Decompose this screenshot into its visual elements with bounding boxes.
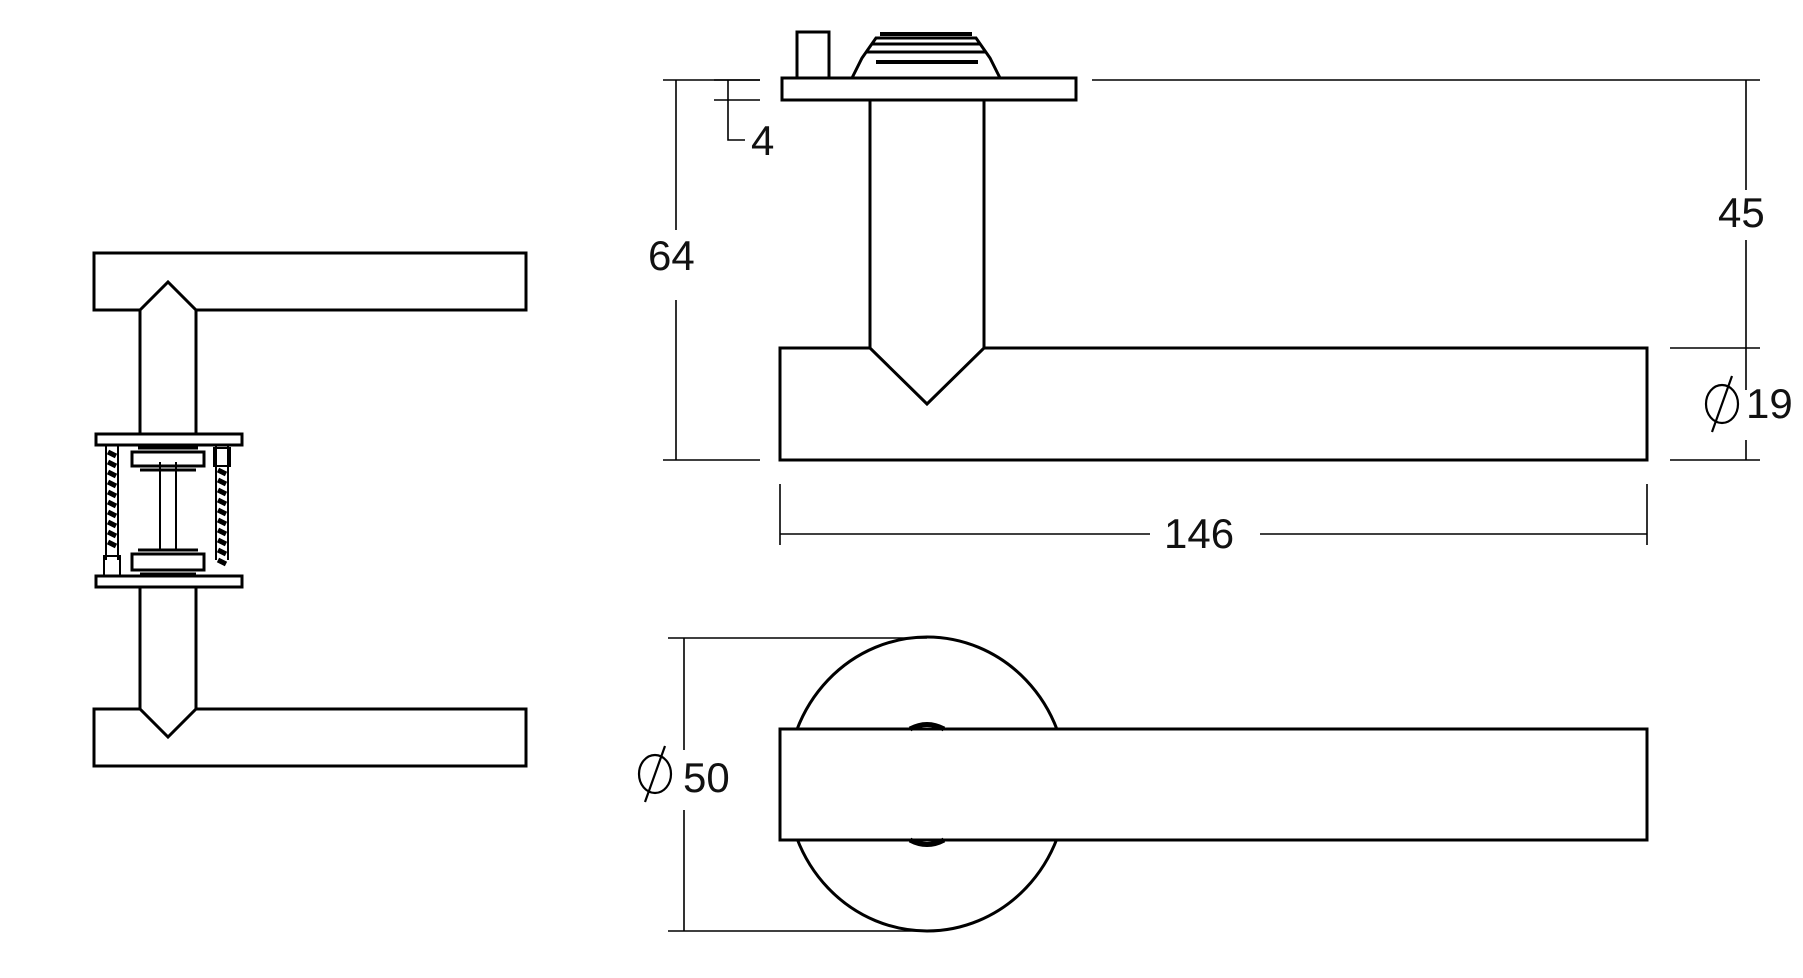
lower-rose-plate <box>94 574 244 589</box>
lower-bearing <box>130 548 206 576</box>
dimension-labels: 4 64 45 19 146 50 <box>648 117 1793 801</box>
connecting-bolt-right <box>215 445 229 560</box>
dim-label-50: 50 <box>683 754 730 801</box>
thread-right <box>216 467 228 567</box>
rose-locating-pin <box>795 30 831 80</box>
cap-band-dark <box>876 32 978 64</box>
diameter-slash-19 <box>1710 375 1734 433</box>
thread-left <box>106 449 118 549</box>
rose-cap-bands <box>876 32 978 64</box>
spindle-hint-bottom <box>908 837 946 847</box>
rose-bearing-cap <box>849 36 1003 80</box>
dim-label-146: 146 <box>1164 510 1234 557</box>
diameter-circle-19 <box>1704 383 1740 425</box>
diameter-symbols <box>637 375 1740 803</box>
lower-lever-outline <box>92 707 528 768</box>
upper-rose-plate <box>94 432 244 447</box>
front-elevation <box>778 30 1649 462</box>
lever-plan[interactable] <box>778 727 1649 842</box>
spindle-core <box>159 462 177 550</box>
spindle-hint-top <box>908 722 946 732</box>
diameter-slash-50 <box>643 745 667 803</box>
dim-label-4: 4 <box>751 117 774 164</box>
diameter-circle-50 <box>637 753 673 795</box>
upper-bearing <box>130 446 206 472</box>
dim-label-64: 64 <box>648 232 695 279</box>
lever-bar <box>778 346 1649 462</box>
side-view-pair <box>92 251 528 768</box>
connecting-bolt-left <box>105 445 119 560</box>
dim-label-45: 45 <box>1718 189 1765 236</box>
stem <box>868 100 986 348</box>
thickness-tick-4 <box>714 79 760 141</box>
dim-label-19: 19 <box>1746 380 1793 427</box>
bolt-head-left <box>103 555 121 577</box>
upper-spindle <box>138 310 198 434</box>
upper-lever-outline <box>92 251 528 312</box>
bolt-head-right <box>213 447 231 467</box>
lower-spindle <box>138 586 198 709</box>
bolt-threads <box>106 449 228 567</box>
plan-view <box>778 635 1649 933</box>
rose-base-plate <box>780 76 1078 102</box>
dimension-lines <box>663 79 1760 932</box>
